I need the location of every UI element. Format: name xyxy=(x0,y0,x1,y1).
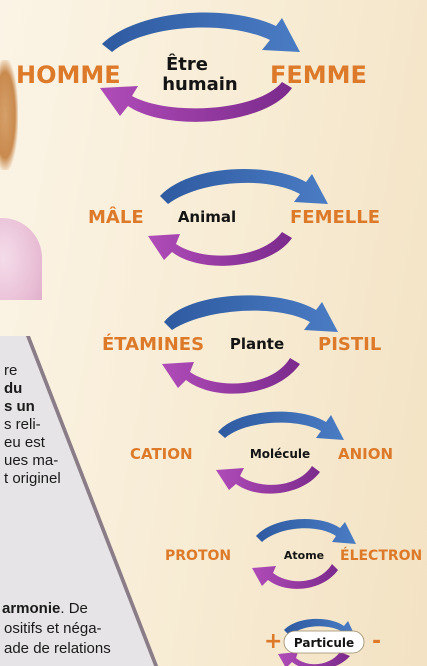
purple-arrow-particule xyxy=(278,652,350,666)
purple-arrow-plante xyxy=(162,358,300,394)
level-molecule: CATION Molécule ANION xyxy=(130,412,393,494)
label-electron: ÉLECTRON xyxy=(340,547,422,564)
label-minus: - xyxy=(372,629,381,654)
label-cation: CATION xyxy=(130,445,193,463)
blue-arrow-plante xyxy=(164,295,338,332)
label-plante: Plante xyxy=(230,335,284,353)
label-male: MÂLE xyxy=(88,206,144,228)
label-anion: ANION xyxy=(338,445,393,463)
label-femelle: FEMELLE xyxy=(290,207,380,228)
blue-arrow-atome xyxy=(256,519,356,544)
label-proton: PROTON xyxy=(165,548,231,564)
label-pistil: PISTIL xyxy=(318,334,381,355)
label-etamines: ÉTAMINES xyxy=(102,333,204,355)
level-human: HOMME Être humain FEMME xyxy=(16,12,367,121)
label-homme: HOMME xyxy=(16,61,121,89)
blue-arrow-molecule xyxy=(218,412,344,440)
label-etre: Être xyxy=(166,53,208,75)
level-plante: ÉTAMINES Plante PISTIL xyxy=(102,295,381,393)
blue-arrow-human xyxy=(102,12,300,52)
level-atome: PROTON Atome ÉLECTRON xyxy=(165,519,422,589)
level-particule: + Particule - xyxy=(264,619,381,666)
purple-arrow-molecule xyxy=(216,466,320,494)
label-atome: Atome xyxy=(284,549,324,562)
label-molecule: Molécule xyxy=(250,447,310,461)
label-animal: Animal xyxy=(178,208,236,226)
label-plus: + xyxy=(264,629,282,654)
blue-arrow-animal xyxy=(160,169,328,204)
label-humain: humain xyxy=(162,74,238,95)
label-particule: Particule xyxy=(294,636,354,650)
purple-arrow-animal xyxy=(148,232,292,266)
purple-arrow-atome xyxy=(252,564,338,589)
level-animal: MÂLE Animal FEMELLE xyxy=(88,169,380,266)
label-femme: FEMME xyxy=(270,61,367,89)
